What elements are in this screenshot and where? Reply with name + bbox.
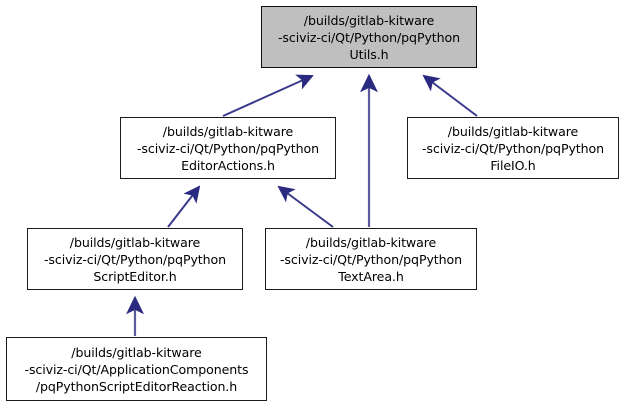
node-pqpythonscripteditorreaction-h[interactable]: /builds/gitlab-kitware -sciviz-ci/Qt/App…	[6, 337, 267, 401]
node-line: -sciviz-ci/Qt/Python/pqPython	[43, 251, 227, 267]
node-pqpythonscripteditor-h[interactable]: /builds/gitlab-kitware -sciviz-ci/Qt/Pyt…	[27, 228, 243, 290]
node-line: /builds/gitlab-kitware	[447, 123, 579, 139]
node-pqpythontextarea-h[interactable]: /builds/gitlab-kitware -sciviz-ci/Qt/Pyt…	[265, 228, 477, 290]
edge-scripteditor-to-editoractions	[167, 185, 201, 228]
edge-editoractions-to-utils	[222, 74, 314, 117]
node-line: FileIO.h	[490, 157, 536, 173]
node-line: -sciviz-ci/Qt/Python/pqPython	[421, 140, 605, 156]
node-line: -sciviz-ci/Qt/Python/pqPython	[277, 29, 461, 45]
node-line: -sciviz-ci/Qt/ApplicationComponents	[24, 361, 249, 377]
node-line: /pqPythonScriptEditorReaction.h	[35, 378, 238, 394]
node-pqpythonfileio-h[interactable]: /builds/gitlab-kitware -sciviz-ci/Qt/Pyt…	[407, 117, 619, 179]
node-line: EditorActions.h	[181, 157, 275, 173]
node-pqpythoneditoractions-h[interactable]: /builds/gitlab-kitware -sciviz-ci/Qt/Pyt…	[120, 117, 336, 179]
node-line: /builds/gitlab-kitware	[71, 344, 202, 360]
node-line: /builds/gitlab-kitware	[69, 234, 201, 250]
node-line: -sciviz-ci/Qt/Python/pqPython	[136, 140, 320, 156]
node-line: /builds/gitlab-kitware	[303, 12, 435, 28]
node-pqpythonutils-h[interactable]: /builds/gitlab-kitware -sciviz-ci/Qt/Pyt…	[261, 6, 477, 68]
node-line: Utils.h	[349, 46, 389, 62]
node-line: ScriptEditor.h	[93, 268, 177, 284]
node-line: /builds/gitlab-kitware	[162, 123, 294, 139]
edge-textarea-to-editoractions	[277, 185, 334, 228]
node-line: /builds/gitlab-kitware	[305, 234, 437, 250]
node-line: -sciviz-ci/Qt/Python/pqPython	[279, 251, 463, 267]
node-line: TextArea.h	[338, 268, 404, 284]
edge-fileio-to-utils	[422, 74, 478, 117]
